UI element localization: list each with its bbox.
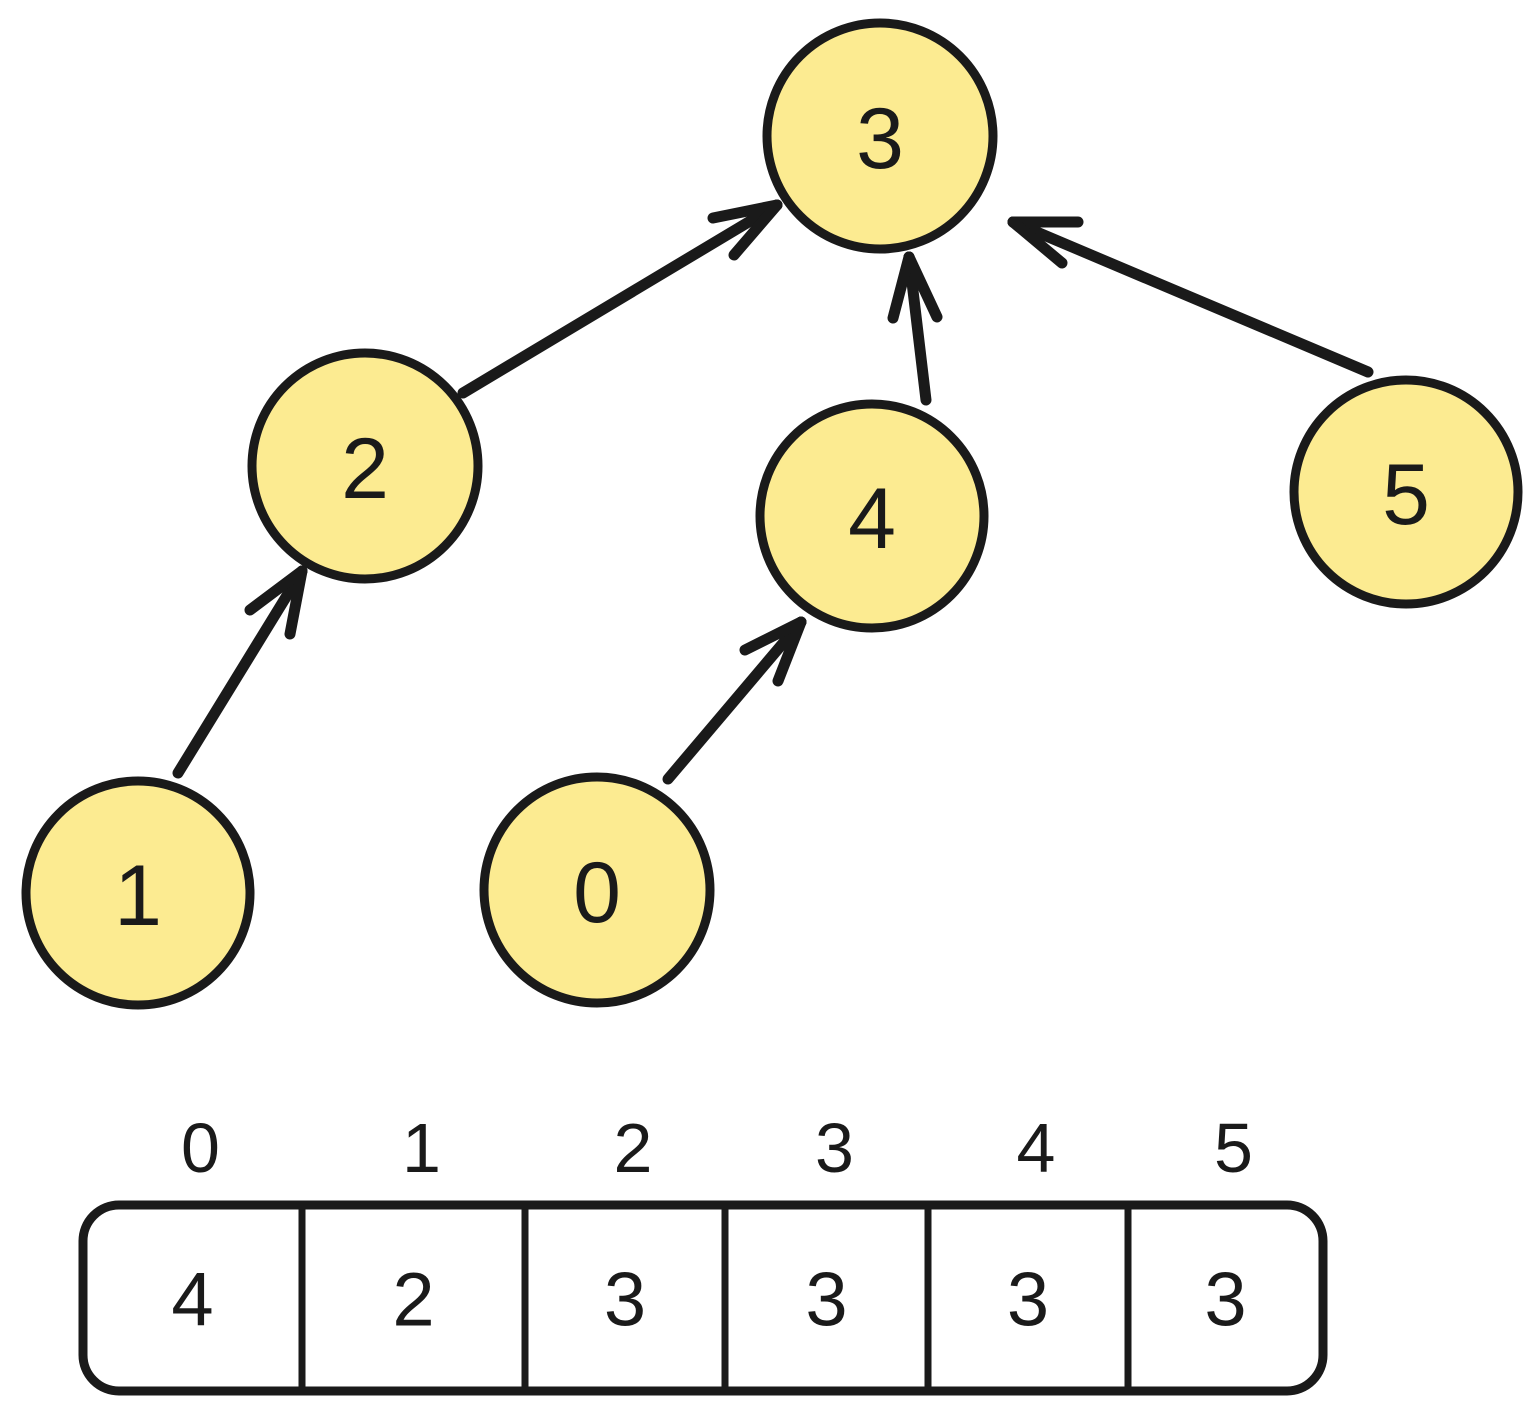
node-5[interactable]: 5: [1289, 375, 1523, 609]
arrowhead-barb-lower: [284, 565, 308, 640]
node-label: 1: [114, 848, 162, 944]
array-cells: 4 2 3 3 3 3: [171, 1258, 1246, 1343]
edge-shaft: [457, 199, 783, 399]
arrowhead-barb-upper: [739, 616, 807, 656]
arrowhead-barb-upper: [887, 251, 915, 324]
parent-array: 0 1 2 3 4 5 4 2 3 3 3 3: [78, 1109, 1328, 1396]
array-dividers: [298, 1202, 1132, 1394]
array-index-label-0: 0: [181, 1109, 220, 1187]
node-label: 4: [848, 471, 896, 567]
arrowhead-barb-lower: [903, 251, 943, 323]
arrowhead-barb-lower: [1007, 216, 1068, 269]
edge-4-to-3[interactable]: [887, 251, 943, 406]
array-cell-value-5[interactable]: 3: [1204, 1258, 1246, 1343]
arrowhead-barb-lower: [772, 616, 807, 687]
edge-shaft: [903, 251, 932, 406]
node-label: 2: [341, 421, 389, 517]
node-label: 3: [856, 91, 904, 187]
node-circle: [755, 399, 989, 633]
node-0[interactable]: 0: [479, 772, 715, 1008]
array-index-label-4: 4: [1017, 1109, 1056, 1187]
node-label: 5: [1382, 447, 1430, 543]
node-circle: [1289, 375, 1523, 609]
arrowhead-barb-upper: [244, 565, 308, 616]
node-group: 3 2 4 5 1 0: [21, 18, 1523, 1010]
edge-1-to-2[interactable]: [172, 565, 308, 779]
array-cell-value-2[interactable]: 3: [604, 1258, 646, 1343]
node-1[interactable]: 1: [21, 776, 255, 1010]
array-cell-value-4[interactable]: 3: [1007, 1258, 1049, 1343]
array-cell-value-1[interactable]: 2: [392, 1258, 434, 1343]
array-cell-value-0[interactable]: 4: [171, 1258, 213, 1343]
array-index-labels: 0 1 2 3 4 5: [181, 1109, 1253, 1187]
edge-5-to-3[interactable]: [1007, 216, 1374, 378]
node-4[interactable]: 4: [755, 399, 989, 633]
edge-group: [172, 199, 1374, 785]
arrowhead-barb-lower: [728, 199, 783, 261]
node-label: 0: [573, 845, 621, 941]
edge-2-to-3[interactable]: [457, 199, 783, 399]
node-circle: [479, 772, 715, 1008]
arrowhead-barb-upper: [707, 199, 783, 224]
edge-shaft: [172, 565, 308, 779]
edge-shaft: [1007, 216, 1374, 378]
array-index-label-3: 3: [815, 1109, 854, 1187]
array-index-label-5: 5: [1214, 1109, 1253, 1187]
node-circle: [247, 348, 483, 584]
edge-0-to-4[interactable]: [662, 616, 807, 785]
node-3[interactable]: 3: [762, 18, 998, 254]
node-circle: [762, 18, 998, 254]
edge-shaft: [662, 616, 807, 785]
array-cell-value-3[interactable]: 3: [805, 1258, 847, 1343]
array-outline: [78, 1200, 1328, 1396]
array-index-label-2: 2: [614, 1109, 653, 1187]
node-circle: [21, 776, 255, 1010]
node-2[interactable]: 2: [247, 348, 483, 584]
array-index-label-1: 1: [402, 1109, 441, 1187]
